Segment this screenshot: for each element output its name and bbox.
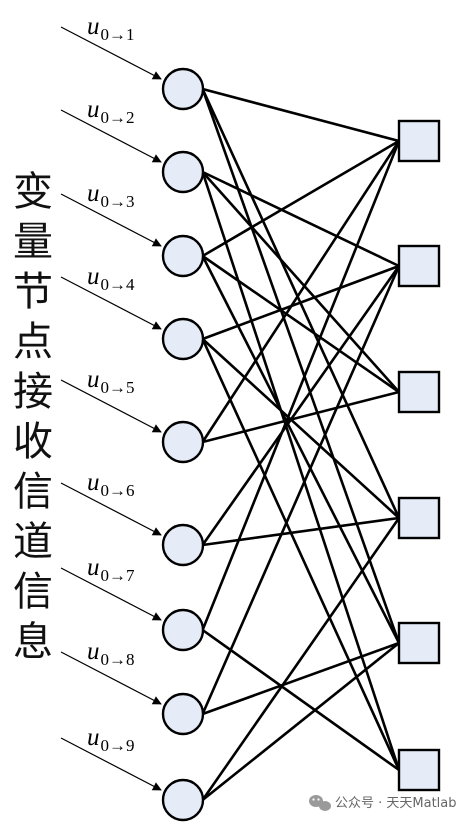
input-arrow-7 bbox=[60, 567, 162, 621]
variable-node-1 bbox=[161, 67, 205, 111]
input-label-1: u0→1 bbox=[87, 13, 135, 44]
input-arrow-3 bbox=[60, 193, 162, 247]
edge-v8-c2 bbox=[201, 265, 401, 715]
edge-v3-c5 bbox=[201, 255, 401, 644]
input-label-2: u0→2 bbox=[87, 96, 135, 127]
edge-v2-c2 bbox=[202, 170, 400, 268]
edge-v3-c3 bbox=[201, 254, 400, 394]
side-label-char: 变 bbox=[13, 169, 53, 215]
watermark: 公众号 · 天天Matlab bbox=[309, 795, 457, 811]
side-label-char: 节 bbox=[13, 269, 53, 315]
edge-v7-c6 bbox=[201, 628, 400, 772]
input-label-5: u0→5 bbox=[87, 366, 135, 397]
edge-v4-c4 bbox=[201, 338, 400, 519]
check-node-2 bbox=[397, 244, 441, 288]
input-label-4: u0→4 bbox=[87, 263, 135, 294]
input-label-sub: 0→7 bbox=[101, 566, 136, 585]
edge-v8-c5 bbox=[202, 641, 400, 716]
input-label-main: u bbox=[87, 366, 100, 393]
edge-v9-c5 bbox=[201, 641, 400, 802]
input-label-sub: 0→5 bbox=[101, 378, 135, 397]
input-label-main: u bbox=[87, 638, 100, 665]
input-arrow-5 bbox=[60, 379, 162, 433]
input-label-main: u bbox=[87, 263, 100, 290]
check-node-5 bbox=[397, 621, 441, 665]
side-label-char: 收 bbox=[13, 419, 53, 465]
input-label-sub: 0→9 bbox=[101, 736, 135, 755]
side-label-char: 道 bbox=[13, 519, 53, 565]
edge-v7-c1 bbox=[201, 140, 401, 631]
input-label-main: u bbox=[87, 469, 100, 496]
input-arrow-1 bbox=[60, 26, 162, 80]
variable-node-4 bbox=[161, 317, 205, 361]
check-node-1 bbox=[397, 119, 441, 163]
side-label-char: 信 bbox=[13, 569, 53, 615]
edge-v2-c3 bbox=[201, 171, 400, 393]
edge-layer bbox=[201, 87, 401, 802]
input-label-sub: 0→2 bbox=[101, 108, 135, 127]
input-label-layer: u0→1u0→2u0→3u0→4u0→5u0→6u0→7u0→8u0→9 bbox=[87, 13, 135, 755]
input-label-sub: 0→4 bbox=[101, 275, 136, 294]
check-node-6 bbox=[397, 748, 441, 792]
check-node-3 bbox=[397, 370, 441, 414]
side-label-char: 量 bbox=[13, 219, 53, 265]
input-label-sub: 0→8 bbox=[101, 650, 135, 669]
edge-v1-c5 bbox=[201, 88, 401, 644]
input-label-sub: 0→6 bbox=[101, 481, 135, 500]
side-label-char: 点 bbox=[13, 319, 53, 365]
edge-v5-c1 bbox=[201, 140, 401, 443]
side-label-char: 接 bbox=[13, 369, 53, 415]
edge-v2-c6 bbox=[201, 171, 401, 771]
side-label-char: 息 bbox=[13, 619, 53, 665]
input-label-sub: 0→3 bbox=[101, 192, 135, 211]
edge-v4-c6 bbox=[201, 338, 401, 771]
edge-v5-c3 bbox=[202, 390, 400, 444]
input-label-sub: 0→1 bbox=[101, 25, 135, 44]
input-label-7: u0→7 bbox=[87, 554, 135, 585]
input-label-9: u0→9 bbox=[87, 724, 135, 755]
variable-node-9 bbox=[161, 778, 205, 822]
edge-v6-c4 bbox=[202, 516, 400, 547]
variable-node-layer bbox=[161, 67, 205, 822]
input-label-8: u0→8 bbox=[87, 638, 135, 669]
edge-v4-c2 bbox=[202, 264, 400, 341]
input-arrow-layer bbox=[60, 26, 162, 791]
side-label-char: 信 bbox=[13, 469, 53, 515]
variable-node-3 bbox=[161, 234, 205, 278]
edge-v3-c1 bbox=[201, 139, 400, 258]
wechat-icon bbox=[309, 795, 331, 811]
variable-node-2 bbox=[161, 150, 205, 194]
edge-v9-c4 bbox=[201, 517, 401, 801]
input-arrow-6 bbox=[60, 482, 162, 536]
input-label-main: u bbox=[87, 180, 100, 207]
input-arrow-8 bbox=[60, 651, 162, 705]
input-arrow-2 bbox=[60, 109, 162, 163]
input-arrow-4 bbox=[60, 276, 162, 330]
edge-v6-c2 bbox=[201, 265, 401, 546]
input-arrow-9 bbox=[60, 737, 162, 791]
input-label-3: u0→3 bbox=[87, 180, 135, 211]
variable-node-5 bbox=[161, 420, 205, 464]
input-label-main: u bbox=[87, 13, 100, 40]
edge-v1-c1 bbox=[202, 87, 400, 143]
variable-node-7 bbox=[161, 608, 205, 652]
input-label-main: u bbox=[87, 554, 100, 581]
check-node-4 bbox=[397, 496, 441, 540]
variable-node-8 bbox=[161, 692, 205, 736]
input-label-main: u bbox=[87, 724, 100, 751]
variable-node-6 bbox=[161, 523, 205, 567]
check-node-layer bbox=[397, 119, 441, 792]
input-label-6: u0→6 bbox=[87, 469, 135, 500]
input-label-main: u bbox=[87, 96, 100, 123]
watermark-text: 公众号 · 天天Matlab bbox=[335, 796, 457, 811]
